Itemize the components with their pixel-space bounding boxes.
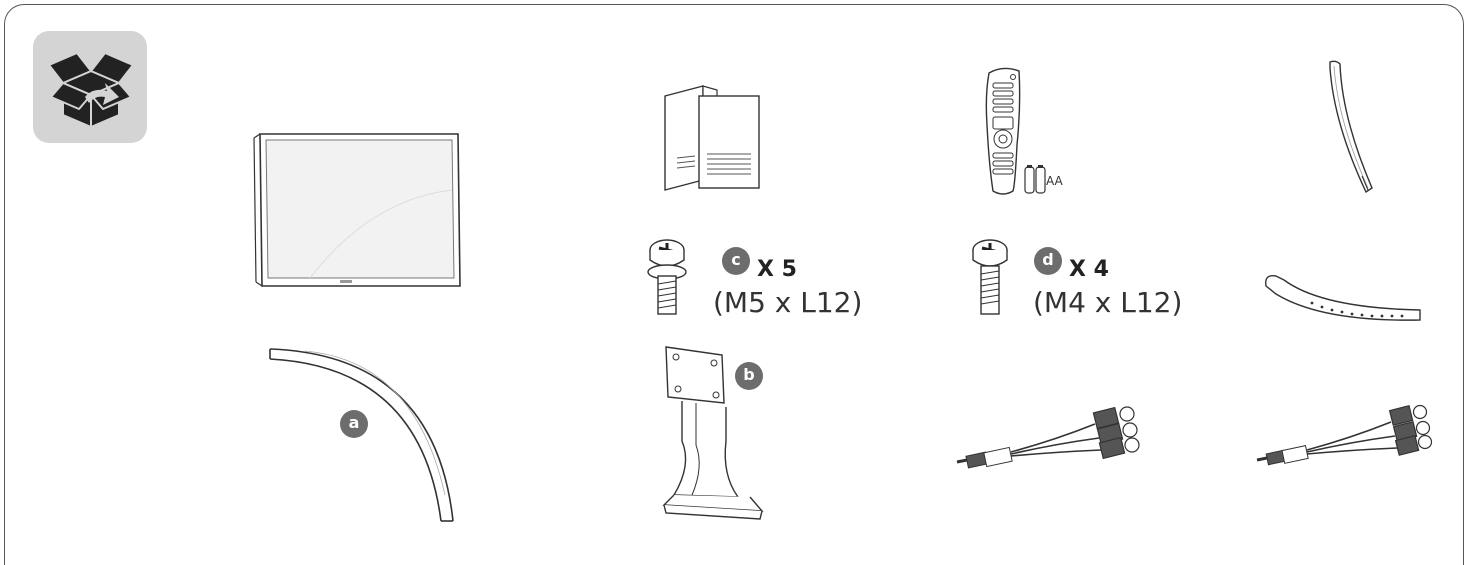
diagram-frame: [4, 4, 1464, 565]
remote-icon: [983, 65, 1043, 199]
battery-icon: [1024, 164, 1046, 194]
screw-d-quantity: X 4: [1069, 257, 1109, 282]
manual-icon: [663, 82, 763, 194]
screw-icon: [970, 238, 1010, 322]
screw-icon: [647, 238, 687, 322]
cable-holder-icon: [1328, 58, 1378, 194]
screw-c-spec: (M5 x L12): [713, 286, 863, 319]
stand-body-icon: [652, 345, 772, 523]
screw-c-quantity: X 5: [757, 257, 797, 282]
badge-b: b: [735, 362, 763, 390]
tv-icon: [250, 130, 466, 290]
av-cable-icon: [955, 400, 1140, 472]
cable-tie-icon: [1262, 272, 1424, 334]
open-box-icon: [33, 31, 147, 143]
battery-label: AA: [1046, 174, 1063, 188]
stand-base-icon: [265, 345, 465, 525]
badge-c: c: [722, 247, 750, 275]
av-cable-icon: [1255, 402, 1435, 468]
badge-a: a: [340, 410, 368, 438]
screw-d-spec: (M4 x L12): [1033, 286, 1183, 319]
badge-d: d: [1034, 247, 1062, 275]
